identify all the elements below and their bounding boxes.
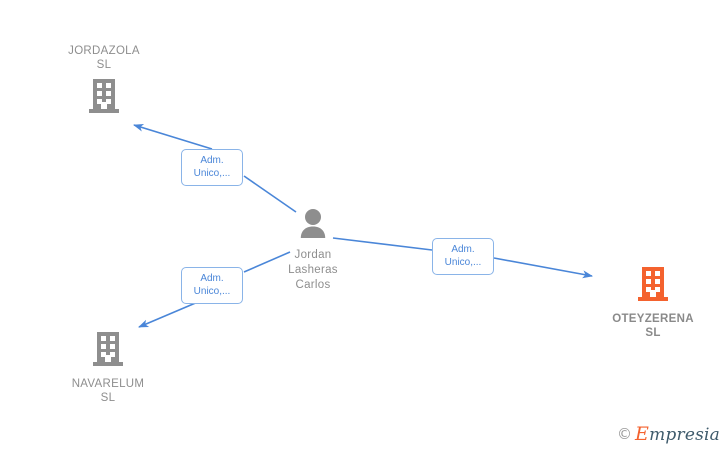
edge-label-navarelum[interactable]: Adm. Unico,...	[181, 267, 243, 304]
empresia-watermark: © Empresia	[617, 423, 720, 445]
edge-person-to-oteyzerena	[332, 237, 594, 279]
node-jordazola[interactable]: JORDAZOLA SL	[34, 44, 174, 120]
watermark-brand-initial: E	[635, 423, 650, 445]
node-label-oteyzerena: OTEYZERENA SL	[612, 313, 694, 339]
edge-label-jordazola[interactable]: Adm. Unico,...	[181, 149, 243, 186]
node-label-navarelum: NAVARELUM SL	[71, 378, 145, 404]
company-building-icon	[636, 265, 670, 308]
node-person-jordan-lasheras-carlos[interactable]: Jordan Lasheras Carlos	[243, 208, 383, 293]
node-navarelum[interactable]: NAVARELUM SL	[38, 330, 178, 405]
node-oteyzerena[interactable]: OTEYZERENA SL	[583, 265, 723, 340]
company-building-icon	[87, 77, 121, 120]
watermark-brand: Empresia	[635, 423, 720, 445]
edge-label-oteyzerena[interactable]: Adm. Unico,...	[432, 238, 494, 275]
edge-person-to-jordazola	[133, 123, 297, 213]
watermark-brand-rest: mpresia	[649, 425, 720, 445]
copyright-icon: ©	[617, 425, 633, 443]
company-building-icon	[91, 330, 125, 373]
person-avatar-icon	[294, 208, 332, 245]
node-label-jordazola: JORDAZOLA SL	[68, 45, 140, 71]
node-label-person: Jordan Lasheras Carlos	[288, 249, 338, 291]
